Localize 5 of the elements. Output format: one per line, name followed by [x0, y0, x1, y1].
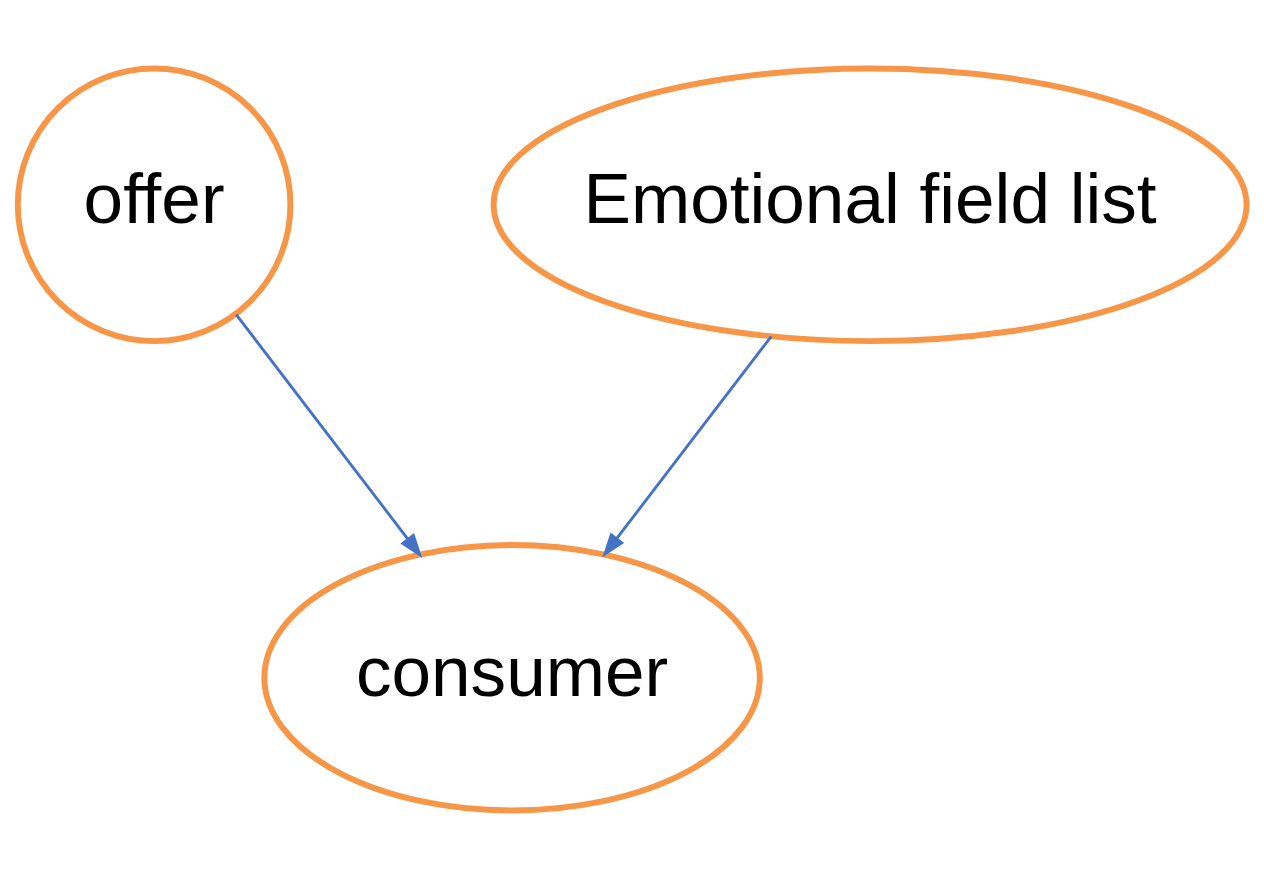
arrow — [235, 313, 423, 558]
node-ellipse: Emotional field list — [490, 65, 1250, 345]
arrow — [602, 335, 773, 558]
node-circle: offer — [14, 65, 294, 345]
node-ellipse: consumer — [261, 542, 763, 814]
